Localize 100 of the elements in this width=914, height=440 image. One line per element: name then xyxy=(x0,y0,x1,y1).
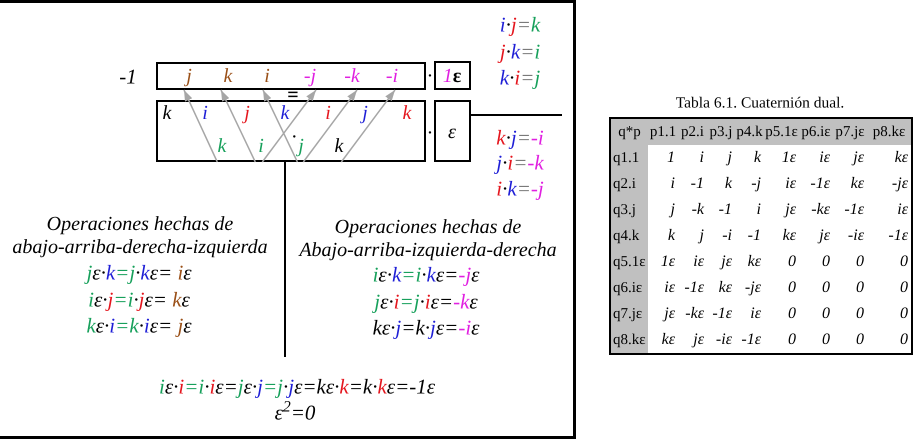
quaternion-unit: j xyxy=(362,103,368,123)
table-value: -jε xyxy=(892,175,908,192)
table-value: jε xyxy=(664,305,675,322)
dual-unit: 1ε xyxy=(442,66,462,86)
table-value: iε xyxy=(819,149,830,166)
factor-box xyxy=(156,100,426,162)
epsilon-box xyxy=(434,100,471,162)
table-value: -kε xyxy=(685,305,704,322)
table-value: 0 xyxy=(900,279,908,296)
quaternion-unit: -j xyxy=(304,66,316,86)
multiplication-dot: · xyxy=(426,123,434,143)
row-header: q8.kε xyxy=(611,327,648,353)
table-value: kε xyxy=(748,253,761,270)
table-value: jε xyxy=(693,331,704,348)
column-header: p7.jε xyxy=(833,119,867,145)
dual-unit-box xyxy=(434,61,471,90)
quaternion-unit: i xyxy=(202,103,208,123)
table-value: kε xyxy=(662,331,675,348)
table-value: jε xyxy=(819,227,830,244)
multiplication-dot: · xyxy=(292,127,296,147)
table-value: -1 xyxy=(718,201,732,218)
table-value: iε xyxy=(664,279,675,296)
row-header: q5.1ε xyxy=(611,249,648,275)
diagram-frame xyxy=(0,0,576,439)
table-value: iε xyxy=(897,201,908,218)
table-value: j xyxy=(700,227,704,244)
column-header: q*p xyxy=(611,119,648,145)
table-value: -kε xyxy=(811,201,830,218)
table-value: -i xyxy=(722,227,732,244)
equation: jε·k=j·kε= iε xyxy=(86,262,192,284)
column-header: p5.1ε xyxy=(764,119,799,145)
divider-line xyxy=(284,162,286,357)
table-value: 0 xyxy=(900,253,908,270)
arrow xyxy=(302,90,358,162)
arrow xyxy=(220,90,256,162)
column-header: p4.k xyxy=(735,119,764,145)
row-header: q4.k xyxy=(611,223,648,249)
quaternion-unit: i xyxy=(258,136,264,156)
column-header: p1.1 xyxy=(648,119,678,145)
table-value: -1 xyxy=(690,175,704,192)
table-value: 0 xyxy=(822,279,830,296)
table-value: j xyxy=(670,201,675,218)
quaternion-unit: k xyxy=(402,103,412,123)
equation: ε$^{2}$=0 xyxy=(274,402,316,424)
table-value: -j xyxy=(751,175,761,192)
table-value: jε xyxy=(785,201,796,218)
multiplication-dot: · xyxy=(426,66,434,86)
table-value: k xyxy=(754,149,761,166)
quaternion-unit: k xyxy=(218,136,226,156)
quaternion-unit: -k xyxy=(344,66,360,86)
quaternion-unit: i xyxy=(264,66,270,86)
table-value: -1ε xyxy=(844,201,864,218)
scalar-factor: -1 xyxy=(119,66,137,88)
table-value: 0 xyxy=(900,331,908,348)
table-value: 0 xyxy=(822,331,830,348)
product-rule: k·i=j xyxy=(500,68,540,88)
table-value: j xyxy=(728,149,732,166)
heading-text: Operaciones hechas de Abajo-arriba-izquierda-derecha xyxy=(297,216,558,262)
table-value: -iε xyxy=(716,331,732,348)
row-header: q7.jε xyxy=(611,301,648,327)
table-value: 0 xyxy=(822,253,830,270)
table-value: kε xyxy=(718,279,732,296)
product-rule: j·k=i xyxy=(500,42,540,62)
product-rule: i·k=-j xyxy=(496,178,544,200)
equation: jε·i=j·iε=-kε xyxy=(374,292,478,312)
table-value: 1ε xyxy=(782,149,796,166)
row-header: q1.1 xyxy=(611,145,648,171)
equation: kε·i=k·iε= jε xyxy=(86,316,192,336)
table-value: -iε xyxy=(848,227,864,244)
column-header: p2.i xyxy=(678,119,707,145)
table-value: -jε xyxy=(744,279,761,296)
column-header: p6.iε xyxy=(799,119,833,145)
table-value: -1ε xyxy=(712,305,732,322)
arrow xyxy=(262,90,317,162)
table-value: jε xyxy=(853,149,864,166)
table-value: iε xyxy=(693,253,704,270)
column-header: p3.j xyxy=(707,119,735,145)
equation: iε·k=i·kε=-jε xyxy=(372,264,480,286)
table-value: -1ε xyxy=(888,227,908,244)
table-value: -k xyxy=(692,201,704,218)
table-value: -1 xyxy=(748,227,761,244)
table-value: 0 xyxy=(856,305,864,322)
table-value: 0 xyxy=(822,305,830,322)
table-value: kε xyxy=(782,227,796,244)
table-value: i xyxy=(700,149,704,166)
epsilon-symbol: ε xyxy=(448,122,456,142)
table-value: 1ε xyxy=(660,253,675,270)
table-value: 0 xyxy=(788,331,796,348)
product-rule: k·j=-i xyxy=(496,128,544,148)
arrow xyxy=(340,90,396,162)
table-value: jε xyxy=(721,253,732,270)
row-header: q6.iε xyxy=(611,275,648,301)
quaternion-unit: k xyxy=(280,103,290,123)
table-value: 0 xyxy=(788,253,796,270)
quaternion-unit: j xyxy=(244,103,250,123)
product-rule: j·i=-k xyxy=(496,152,544,174)
result-box xyxy=(156,62,426,90)
table-value: kε xyxy=(850,175,864,192)
table-value: 0 xyxy=(900,305,908,322)
quaternion-unit: j xyxy=(298,136,304,156)
